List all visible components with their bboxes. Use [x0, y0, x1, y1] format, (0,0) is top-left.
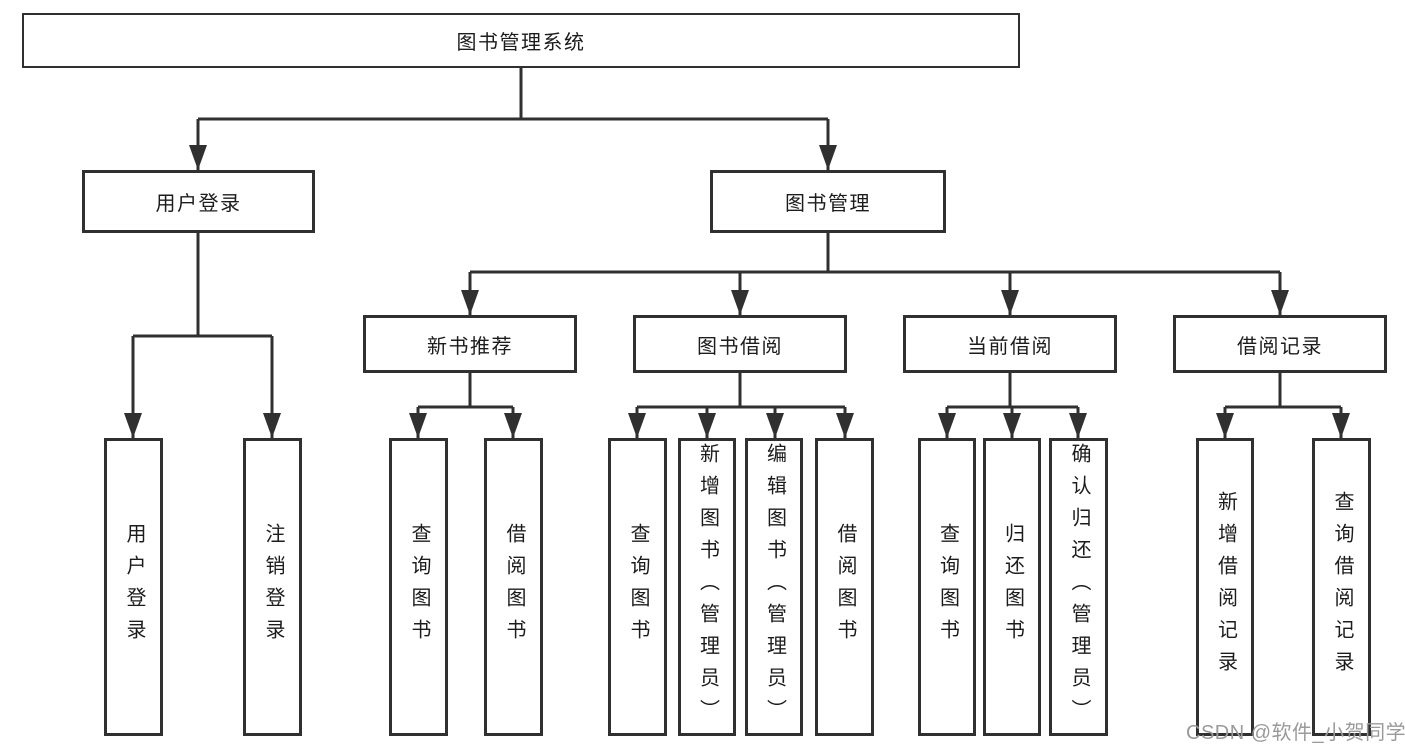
node-leaf-add-borrow-record: 新增借阅记录	[1196, 438, 1254, 736]
node-system-root: 图书管理系统	[22, 13, 1020, 68]
node-leaf-query-books-current: 查询图书	[918, 438, 976, 736]
watermark: CSDN @软件_小贺同学	[1186, 722, 1405, 744]
node-user-login: 用户登录	[82, 170, 315, 233]
node-label: 用户登录	[123, 523, 145, 651]
node-label: 图书借阅	[697, 335, 783, 358]
node-leaf-query-books-borrowing: 查询图书	[608, 438, 667, 736]
node-label: 借阅记录	[1237, 335, 1323, 358]
node-label: 归还图书	[1001, 523, 1024, 651]
node-borrow-records: 借阅记录	[1173, 315, 1387, 373]
node-label: 用户登录	[155, 193, 242, 215]
node-label: 新增借阅记录	[1214, 491, 1237, 683]
node-label: 查询图书	[408, 523, 430, 651]
node-label: 新书推荐	[427, 335, 513, 358]
node-leaf-borrow-books-recommend: 借阅图书	[484, 438, 543, 736]
node-label: 新增图书（管理员）	[696, 443, 719, 731]
node-label: 借阅图书	[503, 523, 525, 651]
node-leaf-confirm-return-admin: 确认归还（管理员）	[1049, 438, 1108, 736]
node-leaf-borrow-books: 借阅图书	[815, 438, 874, 736]
node-current-borrowing: 当前借阅	[903, 315, 1117, 373]
node-leaf-logout: 注销登录	[243, 438, 302, 736]
node-label: 图书管理系统	[456, 32, 586, 54]
node-book-borrowing: 图书借阅	[633, 315, 847, 373]
node-leaf-query-books-recommend: 查询图书	[389, 438, 448, 736]
node-leaf-return-books: 归还图书	[983, 438, 1041, 736]
node-new-book-recommend: 新书推荐	[363, 315, 577, 373]
node-label: 借阅图书	[834, 523, 856, 651]
node-label: 查询借阅记录	[1331, 491, 1353, 683]
node-book-management: 图书管理	[710, 170, 946, 233]
node-leaf-add-books-admin: 新增图书（管理员）	[678, 438, 736, 736]
tree-edges	[131, 68, 1343, 438]
node-label: 查询图书	[627, 523, 649, 651]
node-label: 注销登录	[262, 523, 284, 651]
node-label: 当前借阅	[967, 335, 1053, 358]
node-label: 编辑图书（管理员）	[763, 443, 786, 731]
node-label: 确认归还（管理员）	[1068, 443, 1090, 731]
arrowheads	[124, 145, 1350, 438]
node-label: 图书管理	[785, 193, 871, 215]
node-leaf-query-borrow-record: 查询借阅记录	[1312, 438, 1371, 736]
node-leaf-edit-books-admin: 编辑图书（管理员）	[745, 438, 803, 736]
node-leaf-user-login: 用户登录	[104, 438, 163, 736]
node-label: 查询图书	[936, 523, 959, 651]
